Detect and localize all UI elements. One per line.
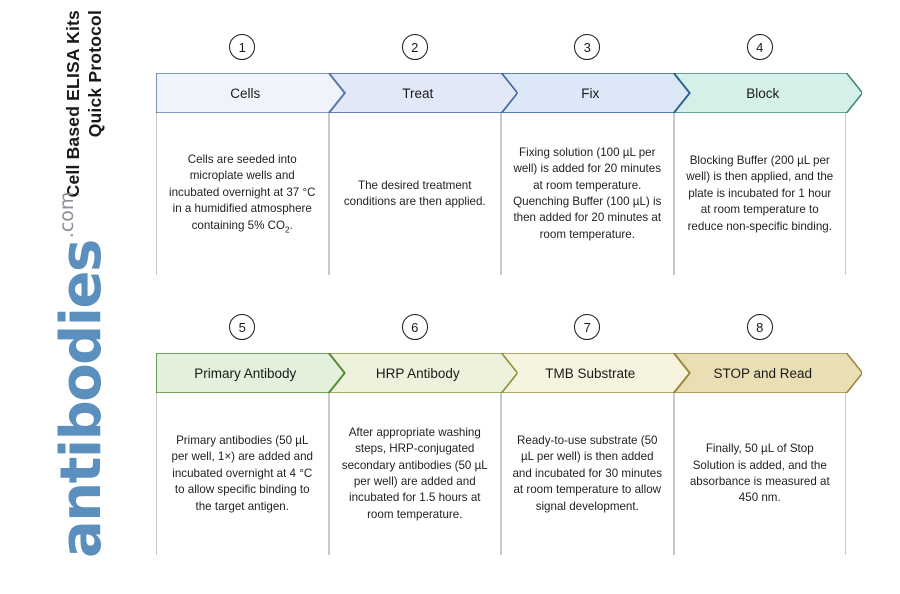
step-description-text-8: Finally, 50 µL of Stop Solution is added…: [689, 442, 830, 505]
step-chevron-7[interactable]: TMB Substrate: [501, 353, 690, 393]
chevron-shape: [501, 73, 690, 113]
step-description-text-6: After appropriate washing steps, HRP-con…: [341, 425, 488, 521]
brand-logo-tld: .com: [56, 191, 78, 239]
chevron-shape: [156, 73, 345, 113]
step-description-strip: Primary antibodies (50 µL per well, 1×) …: [156, 393, 846, 555]
step-description-cell-8: Finally, 50 µL of Stop Solution is added…: [673, 393, 846, 555]
step-description-cell-2: The desired treatment conditions are the…: [328, 113, 501, 275]
step-description-text-3: Fixing solution (100 µL per well) is add…: [513, 145, 662, 241]
step-description-strip: Cells are seeded into microplate wells a…: [156, 113, 846, 275]
chevron-shape: [328, 353, 517, 393]
chevron-shape: [328, 73, 517, 113]
step-label-6: HRP Antibody: [375, 365, 460, 381]
step-label-8: STOP and Read: [713, 365, 813, 381]
step-number-badge-4: 4: [746, 34, 773, 60]
step-chevron-1[interactable]: Cells: [156, 73, 345, 113]
step-description-text-1: Cells are seeded into microplate wells a…: [169, 153, 316, 235]
step-label-5: Primary Antibody: [194, 365, 297, 381]
step-label-2: Treat: [402, 85, 434, 101]
step-chevron-8[interactable]: STOP and Read: [673, 353, 862, 393]
step-description-text-7: Ready-to-use substrate (50 µL per well) …: [512, 433, 663, 513]
step-description-text-2: The desired treatment conditions are the…: [343, 178, 486, 208]
step-description-cell-5: Primary antibodies (50 µL per well, 1×) …: [156, 393, 329, 555]
step-chevron-4[interactable]: Block: [673, 73, 862, 113]
step-number-strip: 5 6 7 8: [156, 314, 846, 350]
step-label-1: Cells: [230, 85, 261, 101]
page-title: Cell Based ELISA Kits Quick Protocol: [52, 0, 112, 197]
step-chevron-strip: Cells Treat Fix Block: [156, 73, 862, 113]
step-number-badge-5: 5: [229, 314, 256, 340]
brand-logo-name: antibodies: [48, 240, 114, 558]
step-description-text-5: Primary antibodies (50 µL per well, 1×) …: [171, 433, 313, 513]
step-description-cell-3: Fixing solution (100 µL per well) is add…: [501, 113, 674, 275]
step-description-cell-1: Cells are seeded into microplate wells a…: [156, 113, 329, 275]
step-number-badge-2: 2: [401, 34, 428, 60]
step-label-7: TMB Substrate: [545, 365, 636, 381]
step-description-cell-7: Ready-to-use substrate (50 µL per well) …: [501, 393, 674, 555]
step-label-4: Block: [746, 85, 780, 101]
step-number-badge-8: 8: [746, 314, 773, 340]
step-description-text-4: Blocking Buffer (200 µL per well) is the…: [686, 153, 834, 233]
step-chevron-6[interactable]: HRP Antibody: [328, 353, 517, 393]
step-number-badge-1: 1: [229, 34, 256, 60]
step-chevron-strip: Primary Antibody HRP Antibody TMB Substrat…: [156, 353, 862, 393]
step-description-cell-6: After appropriate washing steps, HRP-con…: [328, 393, 501, 555]
step-chevron-2[interactable]: Treat: [328, 73, 517, 113]
chevron-shape: [673, 353, 862, 393]
step-chevron-5[interactable]: Primary Antibody: [156, 353, 345, 393]
step-number-badge-6: 6: [401, 314, 428, 340]
step-number-badge-7: 7: [574, 314, 601, 340]
chevron-shape: [501, 353, 690, 393]
chevron-shape: [673, 73, 862, 113]
brand-logo: antibodies .com: [30, 18, 114, 558]
step-number-strip: 1 2 3 4: [156, 34, 846, 70]
step-number-badge-3: 3: [574, 34, 601, 60]
chevron-shape: [156, 353, 345, 393]
step-description-cell-4: Blocking Buffer (200 µL per well) is the…: [673, 113, 846, 275]
step-label-3: Fix: [581, 85, 600, 101]
step-chevron-3[interactable]: Fix: [501, 73, 690, 113]
